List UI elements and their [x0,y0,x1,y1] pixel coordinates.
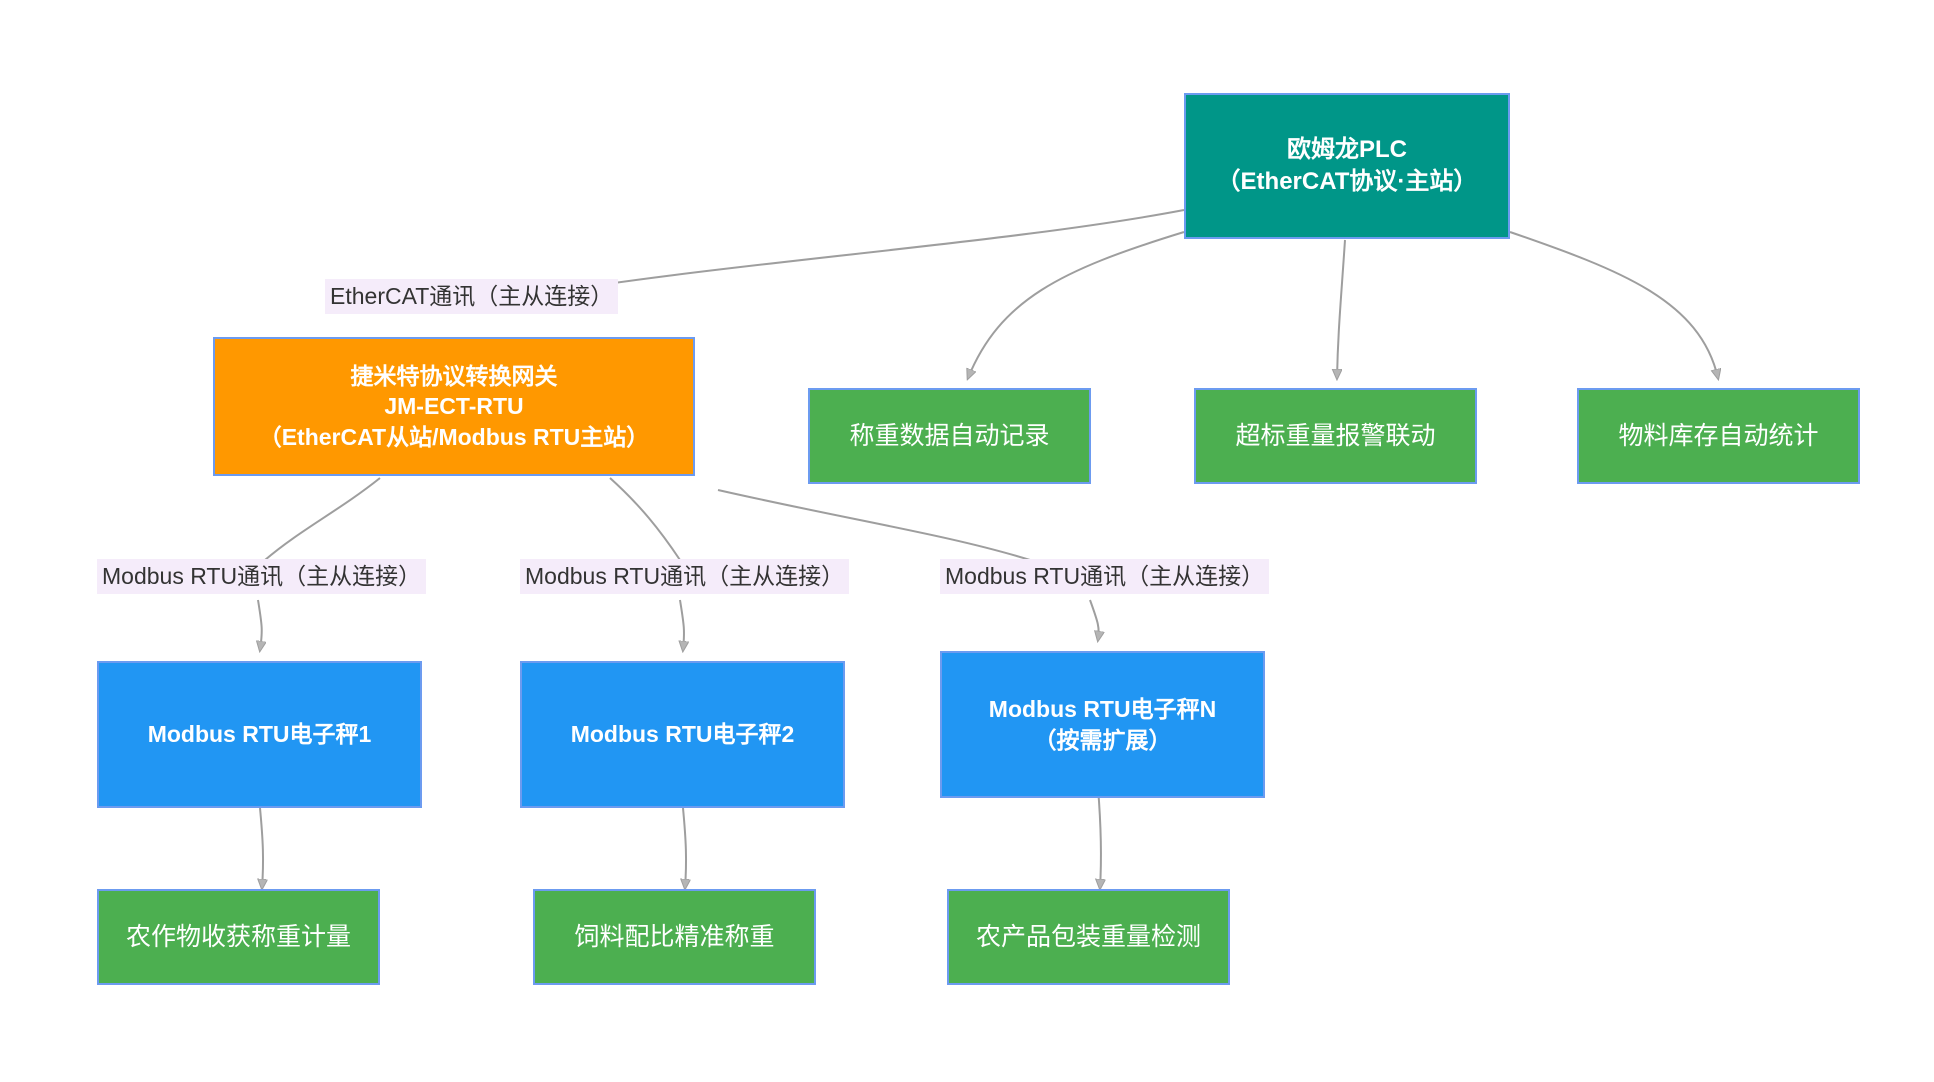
edge-gateway-to-scale-1-lower [258,599,262,650]
node-plc[interactable]: 欧姆龙PLC （EtherCAT协议·主站） [1184,93,1510,239]
edge-scale-2-to-app [683,807,686,888]
node-app-overweight-alarm-label: 超标重量报警联动 [1235,421,1436,450]
node-app-package-weight-check-label: 农产品包装重量检测 [975,922,1201,951]
node-scale-3[interactable]: Modbus RTU电子秤N （按需扩展） [940,651,1265,798]
node-app-feed-ratio-weighing-label: 饲料配比精准称重 [574,922,775,951]
edge-plc-to-app-2 [1337,239,1346,378]
edge-scale-1-to-app [260,807,263,888]
node-app-crop-harvest-weighing-label: 农作物收获称重计量 [125,922,351,951]
node-scale-3-line-2: （按需扩展） [1033,726,1172,753]
node-app-weighing-record[interactable]: 称重数据自动记录 [808,388,1091,484]
node-plc-line-1: 欧姆龙PLC [1287,136,1407,164]
node-plc-line-2: （EtherCAT协议·主站） [1216,168,1478,195]
edge-gateway-to-scale-1-upper [264,477,381,561]
node-gateway-line-2: JM-ECT-RTU [384,393,524,420]
edge-gateway-to-scale-3-upper [717,489,1031,561]
edge-label-modbus-2: Modbus RTU通讯（主从连接） [520,559,850,594]
node-app-weighing-record-label: 称重数据自动记录 [849,421,1050,450]
node-app-overweight-alarm[interactable]: 超标重量报警联动 [1194,388,1477,484]
node-scale-2-line-1: Modbus RTU电子秤2 [570,721,795,748]
edge-gateway-to-scale-3-lower [1089,599,1099,640]
node-gateway-line-1: 捷米特协议转换网关 [350,362,558,389]
edge-label-modbus-3-text: Modbus RTU通讯（主从连接） [945,563,1265,589]
node-app-inventory-stats-label: 物料库存自动统计 [1618,421,1819,450]
edge-gateway-to-scale-2-upper [609,477,681,561]
edge-plc-to-app-1 [968,231,1185,378]
edge-scale-3-to-app [1098,787,1101,888]
edge-label-modbus-1: Modbus RTU通讯（主从连接） [97,559,427,594]
edge-gateway-to-scale-2-lower [680,599,684,650]
edge-label-modbus-2-text: Modbus RTU通讯（主从连接） [525,563,845,589]
node-scale-1-line-1: Modbus RTU电子秤1 [147,721,372,748]
node-app-package-weight-check[interactable]: 农产品包装重量检测 [947,889,1230,985]
edge-plc-to-app-3 [1509,231,1718,378]
node-gateway-line-3: （EtherCAT从站/Modbus RTU主站） [258,423,650,450]
node-app-feed-ratio-weighing[interactable]: 饲料配比精准称重 [533,889,816,985]
node-scale-3-line-1: Modbus RTU电子秤N [988,696,1217,723]
node-scale-1[interactable]: Modbus RTU电子秤1 [97,661,422,808]
edge-label-modbus-1-text: Modbus RTU通讯（主从连接） [102,563,422,589]
node-app-crop-harvest-weighing[interactable]: 农作物收获称重计量 [97,889,380,985]
edge-label-ethercat-text: EtherCAT通讯（主从连接） [330,283,614,309]
node-gateway[interactable]: 捷米特协议转换网关 JM-ECT-RTU （EtherCAT从站/Modbus … [213,337,695,476]
edge-label-ethercat: EtherCAT通讯（主从连接） [325,279,619,314]
edge-label-modbus-3: Modbus RTU通讯（主从连接） [940,559,1270,594]
node-scale-2[interactable]: Modbus RTU电子秤2 [520,661,845,808]
node-app-inventory-stats[interactable]: 物料库存自动统计 [1577,388,1860,484]
